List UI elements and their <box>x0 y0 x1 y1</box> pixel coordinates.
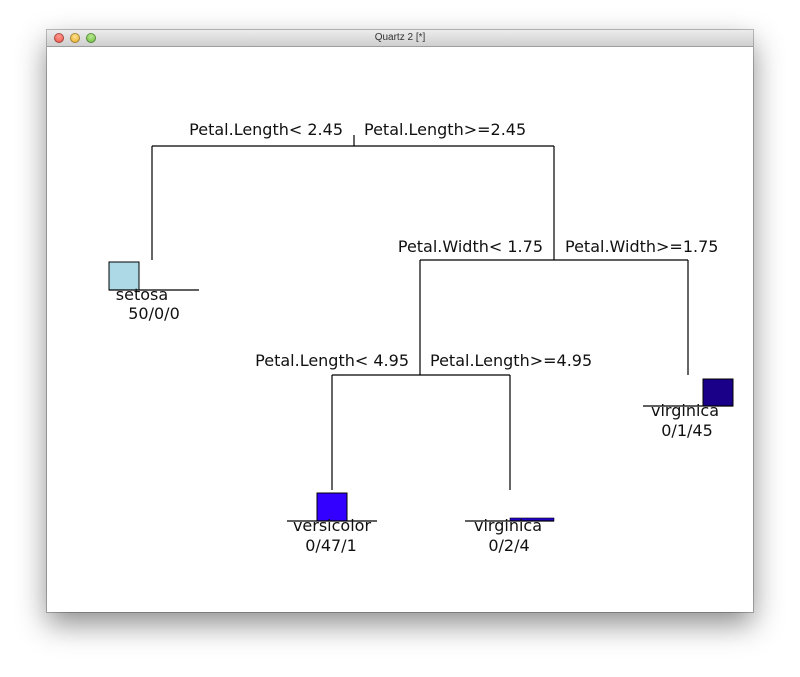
plot-window: Quartz 2 [*] Petal.Length< 2.45 Petal.Le… <box>47 30 753 612</box>
split-label-root-left: Petal.Length< 2.45 <box>189 120 343 139</box>
zoom-button[interactable] <box>86 33 96 43</box>
split-label-node2-left: Petal.Width< 1.75 <box>398 237 543 256</box>
leaf-versicolor-class: versicolor <box>293 516 371 535</box>
leaf-virginica-counts: 0/1/45 <box>661 421 713 440</box>
split-label-node3-left: Petal.Length< 4.95 <box>255 351 409 370</box>
split-label-root-right: Petal.Length>=2.45 <box>364 120 526 139</box>
title-bar[interactable]: Quartz 2 [*] <box>47 30 753 47</box>
leaf-setosa-counts: 50/0/0 <box>128 304 180 323</box>
decision-tree: Petal.Length< 2.45 Petal.Length>=2.45 Pe… <box>108 120 734 555</box>
minimize-button[interactable] <box>70 33 80 43</box>
leaf-versicolor-counts: 0/47/1 <box>305 536 357 555</box>
leaf-versicolor-swatch <box>316 492 348 522</box>
close-button[interactable] <box>54 33 64 43</box>
plot-canvas: Petal.Length< 2.45 Petal.Length>=2.45 Pe… <box>47 47 753 612</box>
leaf-virginica-small-class: virginica <box>474 516 542 535</box>
window-title: Quartz 2 [*] <box>374 32 426 43</box>
leaf-virginica-class: virginica <box>651 401 719 420</box>
leaf-virginica-small-counts: 0/2/4 <box>488 536 529 555</box>
leaf-setosa-swatch <box>108 261 140 291</box>
split-label-node3-right: Petal.Length>=4.95 <box>430 351 592 370</box>
leaf-setosa-class: setosa <box>116 285 168 304</box>
split-label-node2-right: Petal.Width>=1.75 <box>565 237 718 256</box>
leaf-virginica-swatch <box>702 378 734 407</box>
